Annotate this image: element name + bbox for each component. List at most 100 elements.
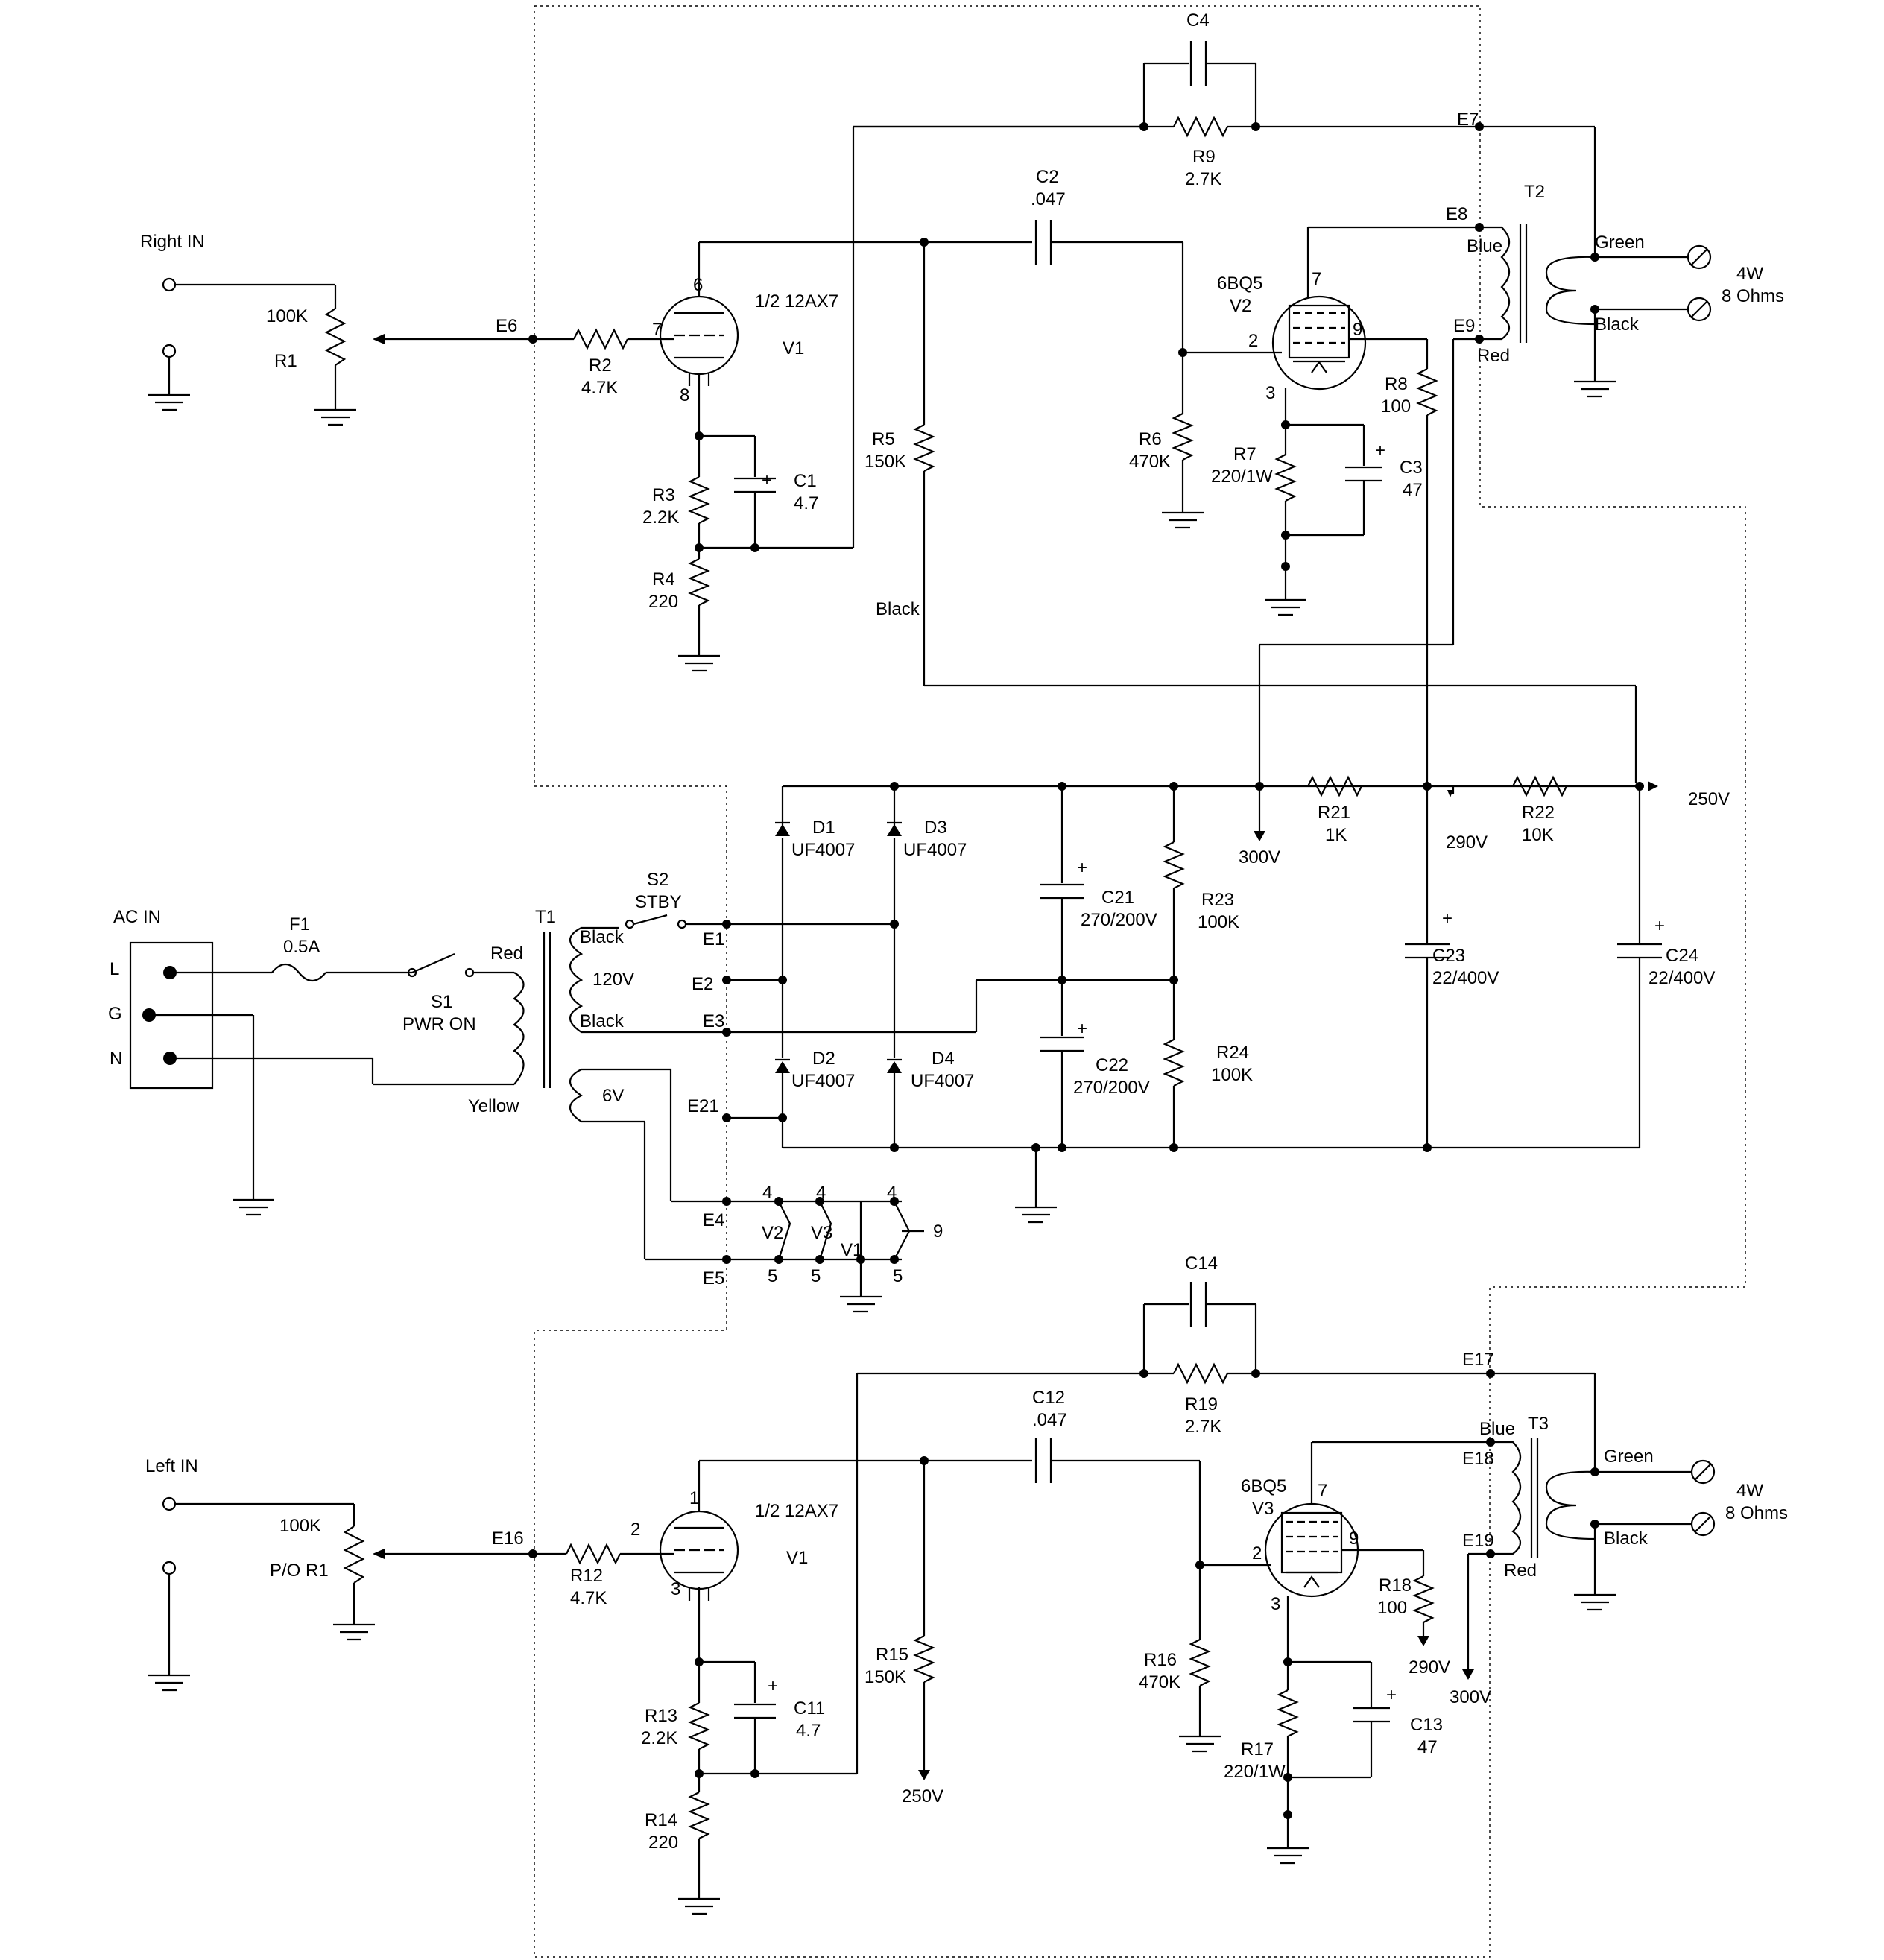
right-in-jack-tip[interactable] [162,277,177,292]
node-e18: E18 [1462,1449,1494,1469]
board-outline [534,5,1746,1958]
r15-ref: R15 [876,1645,908,1665]
node-e16: E16 [492,1529,524,1549]
left-speaker-terminal-positive[interactable] [1690,1459,1716,1485]
node-e5: E5 [703,1268,724,1289]
v3-pin-2: 2 [1252,1543,1262,1564]
r19-value: 2.7K [1185,1417,1221,1437]
ground-symbol [147,393,192,411]
t1-secondary-winding [569,927,584,1033]
c1-plus: + [762,470,772,490]
node-e17: E17 [1462,1350,1494,1370]
r1-pot-resistor [324,308,347,366]
v1-pin-7: 7 [652,320,662,340]
r4-resistor [688,558,710,606]
node-e6: E6 [496,316,517,336]
s2-standby-switch[interactable] [633,914,668,926]
v1-left-pin-1: 1 [689,1488,699,1508]
t1-primary-voltage: 120V [592,970,634,990]
p-o-r1-value: 100K [279,1516,321,1536]
left-in-jack-tip[interactable] [162,1496,177,1511]
d1-ref: D1 [812,818,835,838]
v1-pin-8: 8 [680,385,689,405]
r8-value: 100 [1381,396,1411,417]
v2-type: 6BQ5 [1217,274,1262,294]
c2-value: .047 [1031,189,1066,209]
t2-lead-black: Black [1595,314,1640,335]
t1-ref: T1 [535,907,556,927]
c4-ref: C4 [1186,10,1210,31]
c23-value: 22/400V [1432,968,1499,988]
t1-lead-black-top: Black [580,927,625,947]
s1-power-switch[interactable] [411,952,455,974]
c11-value: 4.7 [796,1721,821,1741]
rail-290v: 290V [1446,832,1488,853]
rail-250v: 250V [1688,789,1730,809]
c3-ref: C3 [1400,458,1423,478]
r17-ref: R17 [1241,1739,1274,1760]
right-in-jack-sleeve[interactable] [162,344,177,358]
t3-ref: T3 [1528,1414,1549,1434]
t3-secondary-winding [1545,1470,1596,1540]
s2-value: STBY [635,892,682,912]
r14-resistor [688,1792,710,1839]
r5-value: 150K [864,452,906,472]
c21-plus: + [1077,858,1087,878]
ac-pin-n: N [110,1049,122,1069]
c13-value: 47 [1417,1737,1438,1757]
r6-resistor [1172,413,1194,461]
t1-heater-voltage: 6V [602,1086,624,1106]
r3-resistor [688,476,710,524]
r24-resistor [1163,1039,1185,1087]
r24-ref: R24 [1216,1043,1249,1063]
r15-value: 150K [864,1667,906,1687]
ac-pin-g: G [108,1004,122,1024]
d3-diode [887,824,902,836]
d2-value: UF4007 [791,1071,855,1091]
c3-value: 47 [1403,480,1423,500]
t1-lead-red: Red [490,943,523,964]
c23-plus: + [1442,908,1452,929]
right-speaker-terminal-negative[interactable] [1687,297,1712,322]
r4-ref: R4 [652,569,675,589]
right-speaker-terminal-positive[interactable] [1687,244,1712,270]
heater-pin-4-v1: 4 [887,1183,897,1203]
labels: Right IN 100K R1 E6 R2 4.7K 7 6 8 1/2 12… [108,10,1788,1853]
d2-diode [775,1061,790,1073]
r17-resistor [1277,1689,1299,1737]
c22-value: 270/200V [1073,1078,1150,1098]
r15-resistor [913,1635,935,1683]
t2-secondary-winding [1545,256,1596,326]
c13-plus: + [1386,1685,1397,1705]
heater-pin-9: 9 [933,1221,943,1242]
heater-pin-4-v2: 4 [762,1183,772,1203]
c22-plus: + [1077,1019,1087,1039]
v2-pentode-tube [1271,295,1367,391]
t2-lead-green: Green [1595,233,1645,253]
d4-value: UF4007 [911,1071,974,1091]
r21-value: 1K [1325,825,1347,845]
left-speaker-terminal-negative[interactable] [1690,1511,1716,1537]
f1-ref: F1 [289,914,310,935]
c12-ref: C12 [1032,1388,1065,1408]
r21-resistor [1307,775,1362,797]
right-output-impedance: 8 Ohms [1722,286,1784,306]
left-in-jack-sleeve[interactable] [162,1561,177,1575]
right-channel [147,41,1712,786]
t3-primary-winding [1491,1441,1522,1555]
f1-fuse [271,963,326,982]
heater-pin-5-v3: 5 [811,1266,821,1286]
left-rail-290v: 290V [1409,1657,1450,1678]
s1-ref: S1 [431,992,452,1012]
r4-value: 220 [648,592,678,612]
r16-resistor [1189,1639,1211,1686]
heater-tube-v2: V2 [762,1223,783,1243]
t1-heater-winding [569,1069,584,1122]
node-e21: E21 [687,1096,719,1116]
v3-type: 6BQ5 [1241,1476,1286,1496]
c11-plus: + [768,1676,778,1696]
t3-lead-green: Green [1604,1447,1654,1467]
t2-lead-red: Red [1477,346,1510,366]
r6-ref: R6 [1139,429,1162,449]
